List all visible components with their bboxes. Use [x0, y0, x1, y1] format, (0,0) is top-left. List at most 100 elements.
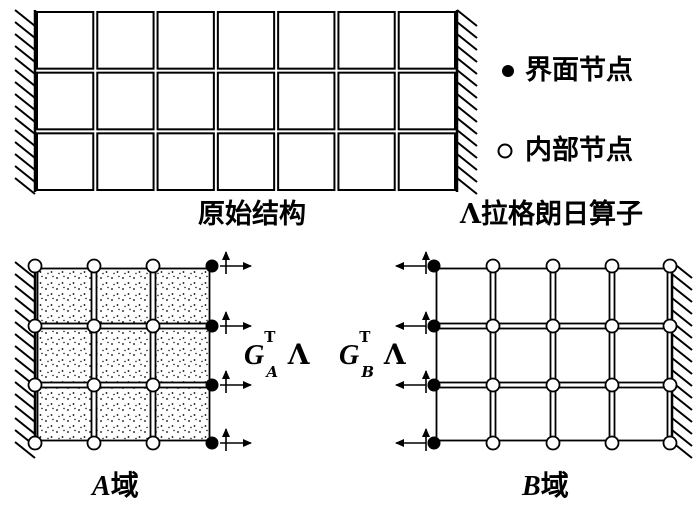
internal-node	[27, 435, 43, 451]
hatch-tick	[671, 333, 693, 351]
internal-node	[662, 258, 678, 274]
domain-a-cell	[95, 267, 152, 325]
domain-b-wall-hatch	[671, 261, 693, 459]
domain-b-label: B域	[522, 472, 569, 501]
structure-cell	[277, 11, 336, 70]
structure-cell	[337, 132, 396, 191]
domain-a-cell	[36, 267, 93, 325]
domain-b-suffix: 域	[540, 469, 569, 502]
domain-b-cell	[554, 386, 611, 442]
internal-node	[662, 318, 678, 334]
structure-cell	[156, 11, 215, 70]
left-wall-hatch	[14, 9, 36, 195]
hatch-tick	[456, 129, 478, 147]
hatch-tick	[14, 393, 36, 411]
structure-cell	[216, 132, 276, 191]
domain-b-var: B	[522, 471, 541, 502]
domain-a-label: A域	[92, 472, 139, 501]
structure-cell	[216, 71, 276, 131]
domain-b-cell	[613, 327, 669, 384]
legend-internal-node-label: 内部节点	[525, 135, 633, 166]
hatch-tick	[14, 45, 36, 63]
structure-cell	[337, 11, 396, 70]
right-wall-hatch	[456, 9, 478, 195]
hatch-tick	[456, 81, 478, 99]
hatch-tick	[456, 153, 478, 171]
hatch-tick	[671, 369, 693, 387]
internal-node	[485, 258, 501, 274]
domain-b-cell	[494, 327, 552, 384]
internal-node	[485, 377, 501, 393]
operator-a-symbol: G	[244, 340, 265, 371]
original-structure-drawing	[14, 9, 478, 195]
legend-symbols	[497, 65, 514, 159]
hatch-tick	[456, 69, 478, 87]
hatch-tick	[456, 45, 478, 63]
hatch-tick	[14, 93, 36, 111]
hatch-tick	[671, 393, 693, 411]
internal-node	[662, 435, 678, 451]
domain-b-cell	[613, 267, 669, 325]
hatch-tick	[671, 285, 693, 303]
hatch-tick	[14, 261, 36, 279]
hatch-tick	[14, 177, 36, 195]
internal-node	[145, 435, 161, 451]
interface-node	[205, 436, 219, 450]
domain-a-suffix: 域	[110, 469, 139, 502]
internal-node	[86, 377, 102, 393]
domain-b-cell	[435, 267, 492, 325]
hatch-tick	[456, 141, 478, 159]
hatch-tick	[456, 105, 478, 123]
internal-node	[145, 258, 161, 274]
domain-b-cell	[613, 386, 669, 442]
domain-b-cell	[435, 327, 492, 384]
interface-node	[427, 319, 441, 333]
domain-a-cell	[154, 386, 211, 442]
lagrange-multiplier-caption: Λ拉格朗日算子	[460, 199, 643, 230]
hatch-tick	[671, 309, 693, 327]
hatch-tick	[671, 297, 693, 315]
hatch-tick	[14, 81, 36, 99]
internal-node	[545, 318, 561, 334]
internal-node	[604, 258, 620, 274]
operator-ga-lambda: GTA Λ	[244, 329, 310, 379]
hatch-tick	[14, 153, 36, 171]
hatch-tick	[14, 321, 36, 339]
domain-a-cell	[95, 327, 152, 384]
internal-node	[27, 377, 43, 393]
domain-b-cell	[494, 267, 552, 325]
interface-node	[205, 259, 219, 273]
hatch-tick	[671, 417, 693, 435]
hatch-tick	[14, 117, 36, 135]
interface-node	[205, 319, 219, 333]
hatch-tick	[456, 57, 478, 75]
internal-node	[662, 377, 678, 393]
hatch-tick	[14, 381, 36, 399]
hatch-tick	[14, 297, 36, 315]
internal-node	[545, 258, 561, 274]
internal-node	[485, 318, 501, 334]
domain-b-cell	[554, 267, 611, 325]
domain-a-drawing	[14, 251, 252, 459]
structure-cell	[277, 132, 336, 191]
domain-b-cell	[435, 386, 492, 442]
hatch-tick	[14, 405, 36, 423]
original-structure-caption: 原始结构	[198, 199, 306, 230]
interface-node	[205, 378, 219, 392]
hatch-tick	[14, 33, 36, 51]
structure-cell	[216, 11, 276, 70]
domain-a-cell	[95, 386, 152, 442]
domain-a-cell	[36, 386, 93, 442]
hatch-tick	[14, 273, 36, 291]
hatch-tick	[671, 429, 693, 447]
operator-a-sup: T	[264, 327, 276, 346]
structure-cell	[36, 11, 95, 70]
internal-node	[86, 435, 102, 451]
operator-b-sup: T	[359, 327, 371, 346]
operator-a-sub: A	[266, 362, 279, 381]
internal-node	[545, 377, 561, 393]
operator-b-lambda: Λ	[383, 338, 406, 371]
hatch-tick	[14, 345, 36, 363]
